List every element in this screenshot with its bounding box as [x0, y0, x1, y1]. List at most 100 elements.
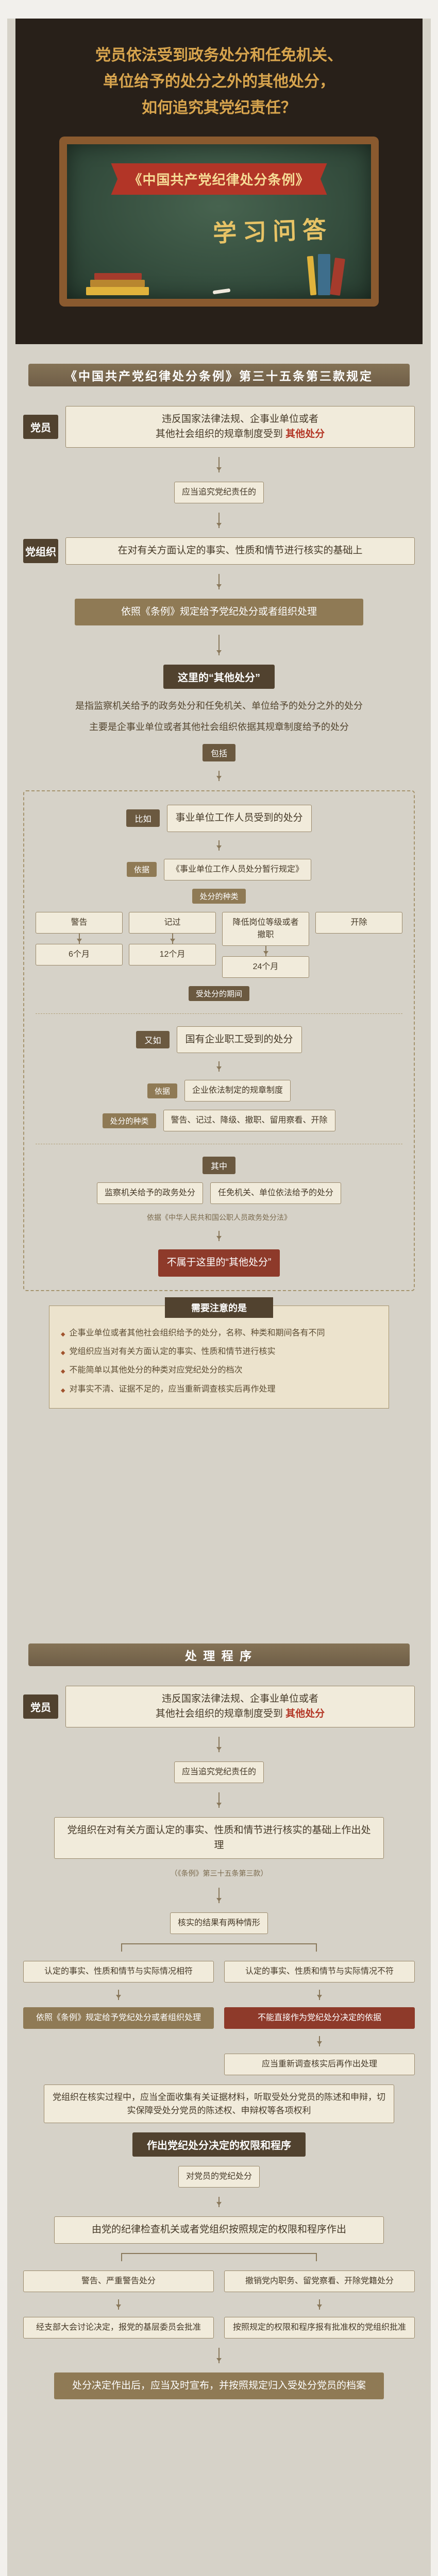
example2-types-label: 处分的种类: [103, 1113, 156, 1128]
final-step-box: 处分决定作出后，应当及时宣布，并按照规定归入受处分党员的档案: [54, 2372, 384, 2399]
example2-chip: 又如: [136, 1030, 170, 1048]
examples-container: 比如 事业单位工作人员受到的处分 依据 《事业单位工作人员处分暂行规定》 处分的…: [23, 790, 415, 1291]
arrow-down: [317, 1990, 322, 2000]
arrow-down: [216, 1737, 222, 1752]
book-icon: [94, 273, 142, 280]
branch-column-left: 警告、严重警告处分 经支部大会讨论决定，报党的基层委员会批准: [23, 2270, 214, 2338]
arrow-down: [216, 2197, 222, 2207]
sanction-period-box: 6个月: [36, 943, 123, 965]
attention-note: 需要注意的是 企事业单位或者其他社会组织给予的处分，名称、种类和期间各有不同 党…: [49, 1297, 389, 1409]
actor-chip-org: 党组织: [23, 538, 58, 563]
book-icon: [86, 287, 149, 295]
sanction-type-box: 记过: [129, 911, 216, 934]
approval-branch: 警告、严重警告处分 经支部大会讨论决定，报党的基层委员会批准 撤销党内职务、留党…: [23, 2270, 415, 2338]
example2-title-row: 又如 国有企业职工受到的处分: [36, 1026, 402, 1054]
dashed-divider: [36, 1013, 402, 1014]
branch-left-box: 认定的事实、性质和情节与实际情况相符: [23, 1961, 214, 1982]
arrow-down: [216, 573, 222, 589]
example2-basis-chip: 依据: [147, 1083, 177, 1098]
arrow-down: [216, 771, 222, 782]
flow-row-org: 党组织 在对有关方面认定的事实、性质和情节进行核实的基础上: [23, 537, 415, 565]
attention-note-head: 需要注意的是: [165, 1297, 273, 1318]
definition-line-1: 是指监察机关给予的政务处分和任免机关、单位给予的处分之外的处分: [75, 701, 363, 711]
sanction-type-right: 撤销党内职务、留党察看、开除党籍处分: [224, 2270, 415, 2292]
chalkboard-illustration: 《中国共产党纪律处分条例》 学习问答: [59, 137, 379, 307]
example1-basis-row: 依据 《事业单位工作人员处分暂行规定》: [36, 858, 402, 880]
condition-box: 应当追究党纪责任的: [174, 482, 264, 503]
flow-row-member: 党员 违反国家法律法规、企事业单位或者 其他社会组织的规章制度受到 其他处分: [23, 406, 415, 448]
section-regulation: 党员 违反国家法律法规、企事业单位或者 其他社会组织的规章制度受到 其他处分 应…: [23, 406, 415, 1409]
arrow-down: [317, 2036, 322, 2046]
note-bullet: 不能简单以其他处分的种类对应党纪处分的档次: [49, 1361, 389, 1380]
violation-text-1: 违反国家法律法规、企事业单位或者: [161, 1693, 318, 1704]
arrow-down: [216, 457, 222, 472]
example2-types-box: 警告、记过、降级、撤职、留用察看、开除: [163, 1110, 335, 1132]
example1-basis-box: 《事业单位工作人员处分暂行规定》: [164, 858, 312, 880]
approval-left: 经支部大会讨论决定，报党的基层委员会批准: [23, 2316, 214, 2338]
flow-row-member: 党员 违反国家法律法规、企事业单位或者 其他社会组织的规章制度受到 其他处分: [23, 1686, 415, 1727]
result-box: 核实的结果有两种情形: [170, 1912, 268, 1934]
branch-column-left: 认定的事实、性质和情节与实际情况相符 依照《条例》规定给予党纪处分或者组织处理: [23, 1961, 214, 2075]
violation-highlight: 其他处分: [285, 428, 325, 439]
book-icon: [318, 254, 330, 295]
example1-chip: 比如: [126, 809, 160, 827]
exclusion-box-2: 任免机关、单位依法给予的处分: [210, 1182, 342, 1205]
sanction-type-box: 警告: [36, 911, 123, 934]
violation-text-2: 其他社会组织的规章制度受到: [155, 428, 283, 439]
note-bullet: 企事业单位或者其他社会组织给予的处分，名称、种类和期间各有不同: [49, 1324, 389, 1343]
condition-box: 应当追究党纪责任的: [174, 1761, 264, 1783]
branch-left-action: 依照《条例》规定给予党纪处分或者组织处理: [23, 2007, 214, 2029]
sanction-type-box: 降低岗位等级或者撤职: [222, 911, 309, 946]
example2-basis-box: 企业依法制定的规章制度: [184, 1080, 291, 1102]
header-banner: 党员依法受到政务处分和任免机关、 单位给予的处分之外的其他处分， 如何追究其党纪…: [15, 19, 423, 344]
note-bullet: 对事实不清、证据不足的，应当重新调查核实后再作处理: [49, 1380, 389, 1399]
example1-title-box: 事业单位工作人员受到的处分: [166, 805, 312, 832]
violation-box: 违反国家法律法规、企事业单位或者 其他社会组织的规章制度受到 其他处分: [65, 406, 415, 448]
example2-basis-row: 依据 企业依法制定的规章制度: [36, 1080, 402, 1102]
branch-right-action: 不能直接作为党纪处分决定的依据: [224, 2007, 415, 2029]
exclusion-basis-text: 依据《中华人民共和国公职人员政务处分法》: [147, 1213, 291, 1222]
arrow-down: [263, 945, 268, 956]
actor-chip-member: 党员: [23, 415, 58, 439]
regulation-ref-note: （《条例》第三十五条第三款）: [170, 1869, 268, 1877]
title-line-2: 单位给予的处分之外的其他处分，: [103, 73, 335, 90]
arrow-down: [317, 2299, 322, 2310]
exclusion-chip: 其中: [202, 1157, 235, 1175]
book-icon: [90, 280, 145, 287]
example1-types-grid: 警告 6个月 记过 12个月 降低岗位等级或者撤职 24个月 开除: [36, 911, 402, 978]
example2-title-box: 国有企业职工受到的处分: [176, 1026, 302, 1054]
type-column: 警告 6个月: [36, 911, 123, 978]
example2-types-row: 处分的种类 警告、记过、降级、撤职、留用察看、开除: [36, 1110, 402, 1132]
section-procedure: 党员 违反国家法律法规、企事业单位或者 其他社会组织的规章制度受到 其他处分 应…: [23, 1686, 415, 2399]
arrow-down: [116, 2299, 121, 2310]
rights-paragraph-box: 党组织在核实过程中，应当全面收集有关证据材料，听取受处分党员的陈述和申辩，切实保…: [44, 2084, 394, 2123]
exclusion-box-1: 监察机关给予的政务处分: [96, 1182, 203, 1205]
type-column: 开除: [315, 911, 402, 978]
type-column: 记过 12个月: [129, 911, 216, 978]
arrow-down: [216, 1888, 222, 1903]
violation-box: 违反国家法律法规、企事业单位或者 其他社会组织的规章制度受到 其他处分: [65, 1686, 415, 1727]
sanction-type-left: 警告、严重警告处分: [23, 2270, 214, 2292]
flow-box-2: 由党的纪律检查机关或者党组织按照规定的权限和程序作出: [54, 2216, 384, 2244]
branch-right-box: 认定的事实、性质和情节与实际情况不符: [224, 1961, 415, 1982]
authority-subhead: 作出党纪处分决定的权限和程序: [132, 2132, 306, 2157]
example1-basis-chip: 依据: [126, 862, 157, 877]
arrow-down: [216, 635, 222, 655]
violation-text-2: 其他社会组织的规章制度受到: [155, 1708, 283, 1719]
include-chip: 包括: [202, 744, 235, 762]
verify-step-box: 党组织在对有关方面认定的事实、性质和情节进行核实的基础上作出处理: [54, 1817, 384, 1859]
arrow-down: [216, 1061, 222, 1072]
approval-right: 按照规定的权限和程序报有批准权的党组织批准: [224, 2316, 415, 2338]
arrow-down: [216, 513, 222, 528]
arrow-down: [216, 840, 222, 851]
branch-right-action-2: 应当重新调查核实后再作出处理: [224, 2054, 415, 2075]
arrow-down: [76, 933, 82, 944]
board-subtitle: 学习问答: [212, 216, 333, 247]
flow-box-1: 对党员的党纪处分: [178, 2166, 260, 2188]
regulation-title-ribbon: 《中国共产党纪律处分条例》: [111, 163, 327, 195]
branch-connector: [121, 2252, 317, 2261]
verify-branch: 认定的事实、性质和情节与实际情况相符 依照《条例》规定给予党纪处分或者组织处理 …: [23, 1961, 415, 2075]
example1-types-label: 处分的种类: [192, 888, 246, 904]
example1-period-label: 受处分的期间: [188, 986, 249, 1001]
